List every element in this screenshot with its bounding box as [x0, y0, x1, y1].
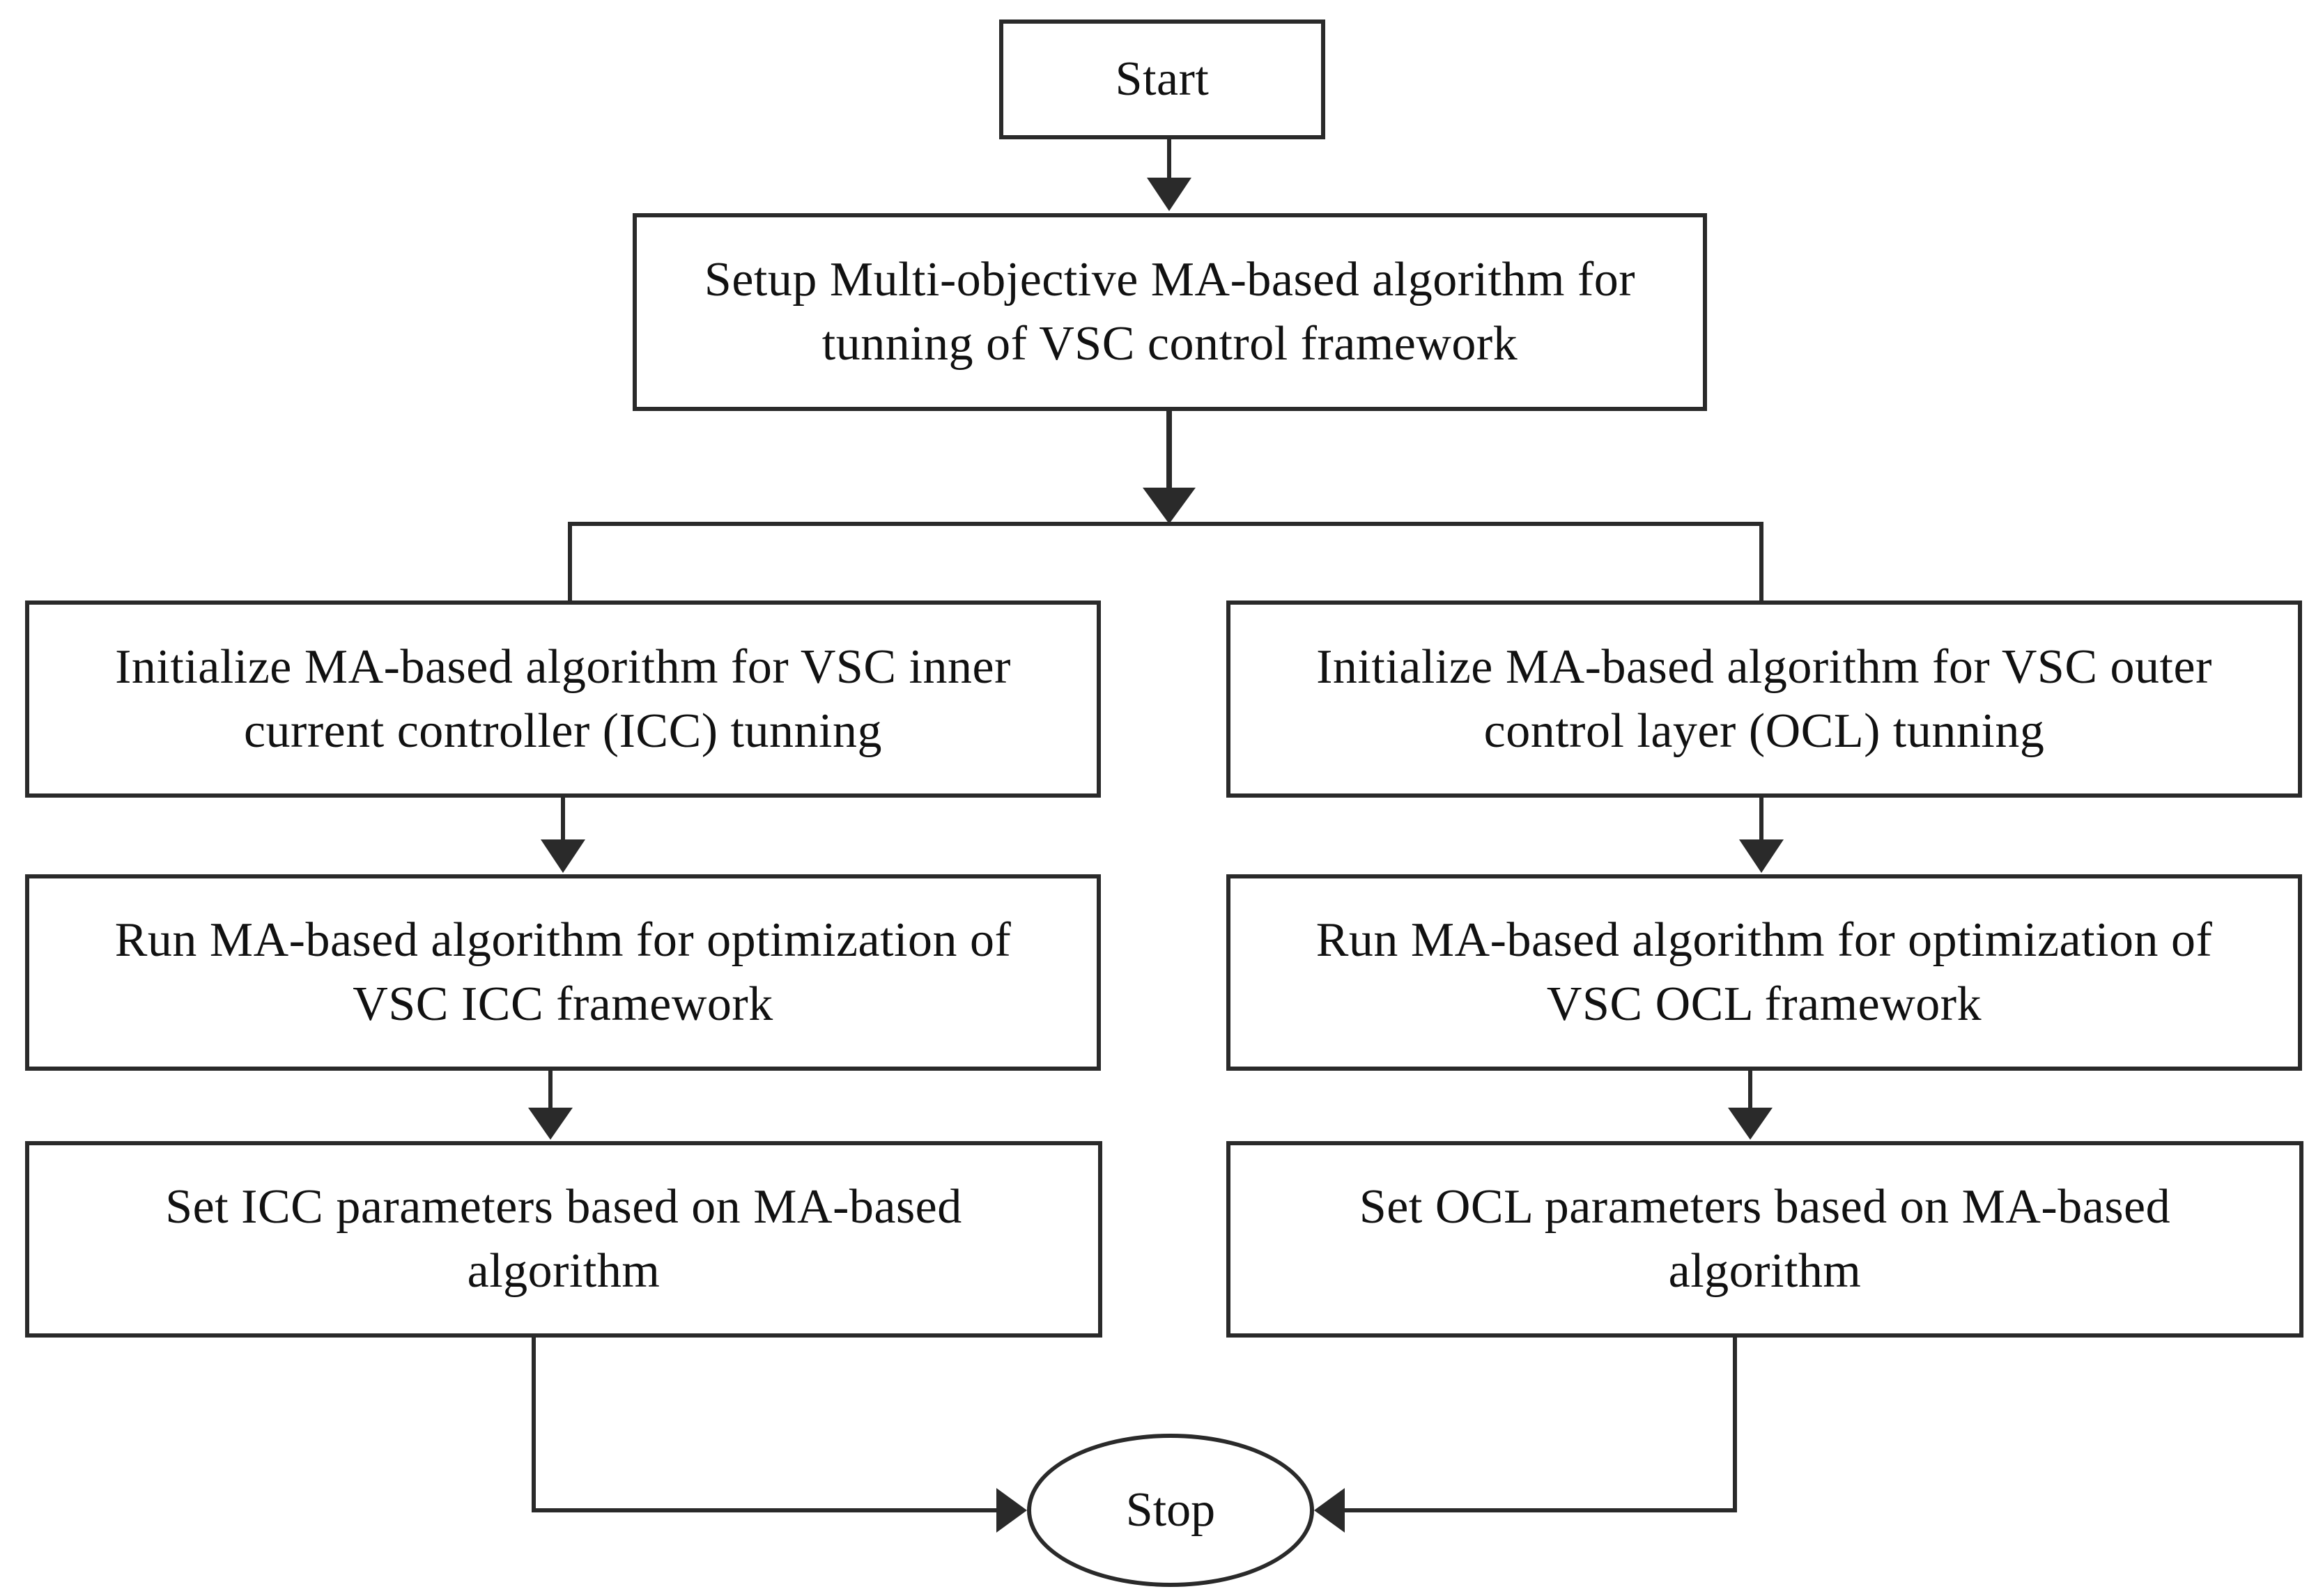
run-ocl-step: Run MA-based algorithm for optimization …: [1226, 874, 2302, 1071]
setup-line-2: tunning of VSC control framework: [821, 317, 1518, 371]
set-icc-step: Set ICC parameters based on MA-based alg…: [25, 1141, 1102, 1338]
init-icc-line-2: current controller (ICC) tunning: [243, 704, 883, 758]
init-icc-step: Initialize MA-based algorithm for VSC in…: [25, 601, 1101, 798]
set-ocl-line-2: algorithm: [1668, 1244, 1862, 1298]
split-connector: [568, 522, 1763, 601]
set-icc-line-2: algorithm: [467, 1244, 661, 1298]
arrowhead-set-icc-to-stop: [996, 1488, 1027, 1533]
arrowhead-setup-to-split: [1143, 488, 1196, 524]
arrowhead-init-ocl-to-run-ocl: [1739, 839, 1784, 873]
run-icc-step: Run MA-based algorithm for optimization …: [25, 874, 1101, 1071]
set-ocl-line-1: Set OCL parameters based on MA-based: [1359, 1180, 2171, 1234]
arrowhead-start-to-setup: [1147, 178, 1191, 211]
start-label: Start: [1115, 52, 1210, 106]
arrow-set-icc-to-stop: [532, 1338, 996, 1512]
arrowhead-run-ocl-to-set-ocl: [1728, 1108, 1773, 1140]
arrowhead-run-icc-to-set-icc: [528, 1108, 573, 1140]
stop-label: Stop: [1125, 1483, 1216, 1537]
run-ocl-line-1: Run MA-based algorithm for optimization …: [1315, 913, 2213, 967]
init-ocl-line-2: control layer (OCL) tunning: [1483, 704, 2045, 758]
arrowhead-init-icc-to-run-icc: [541, 839, 585, 873]
run-icc-line-1: Run MA-based algorithm for optimization …: [114, 913, 1012, 967]
set-ocl-step: Set OCL parameters based on MA-based alg…: [1226, 1141, 2303, 1338]
arrowhead-set-ocl-to-stop: [1314, 1488, 1345, 1533]
arrow-set-ocl-to-stop: [1345, 1338, 1737, 1512]
init-ocl-line-1: Initialize MA-based algorithm for VSC ou…: [1316, 640, 2212, 694]
setup-step: Setup Multi-objective MA-based algorithm…: [633, 213, 1707, 411]
run-ocl-line-2: VSC OCL framework: [1546, 977, 1982, 1031]
init-ocl-step: Initialize MA-based algorithm for VSC ou…: [1226, 601, 2302, 798]
init-icc-line-1: Initialize MA-based algorithm for VSC in…: [115, 640, 1011, 694]
run-icc-line-2: VSC ICC framework: [353, 977, 773, 1031]
setup-line-1: Setup Multi-objective MA-based algorithm…: [704, 253, 1636, 307]
set-icc-line-1: Set ICC parameters based on MA-based: [165, 1180, 962, 1234]
start-node: Start: [999, 20, 1325, 139]
stop-node: Stop: [1027, 1434, 1314, 1587]
